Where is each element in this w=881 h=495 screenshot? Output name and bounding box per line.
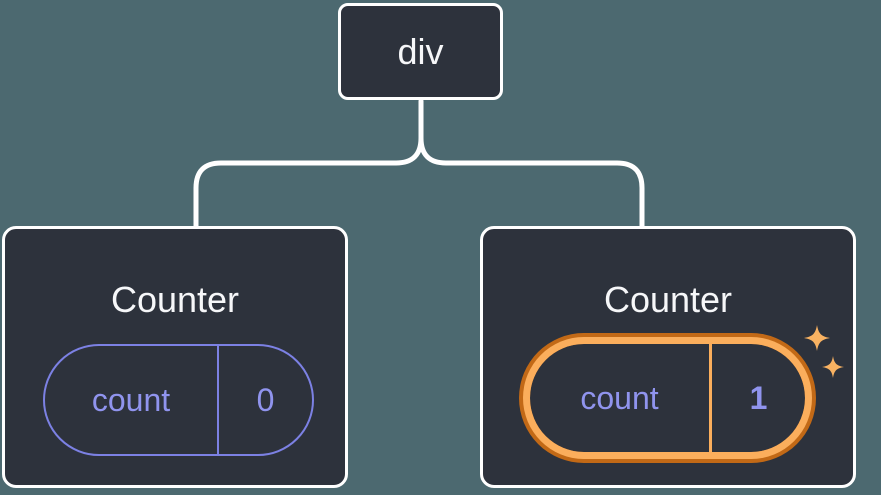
state-pill-highlighted: count 1: [530, 344, 805, 452]
pill-divider: [709, 344, 712, 452]
pill-divider: [217, 346, 219, 454]
component-title: Counter: [603, 279, 733, 320]
state-pill: count 0: [43, 344, 314, 456]
root-node-div: div: [338, 3, 503, 100]
state-value: 0: [256, 381, 275, 418]
state-key-label: count: [91, 381, 171, 418]
connector-right-branch: [418, 135, 645, 229]
state-value: 1: [749, 379, 768, 416]
counter-card-left: Counter count 0: [2, 226, 348, 488]
connector-left-branch: [193, 135, 424, 229]
root-node-label: div: [397, 30, 444, 72]
component-title: Counter: [110, 279, 240, 320]
counter-card-right: Counter count 1: [480, 226, 856, 488]
state-key-label: count: [580, 379, 659, 416]
